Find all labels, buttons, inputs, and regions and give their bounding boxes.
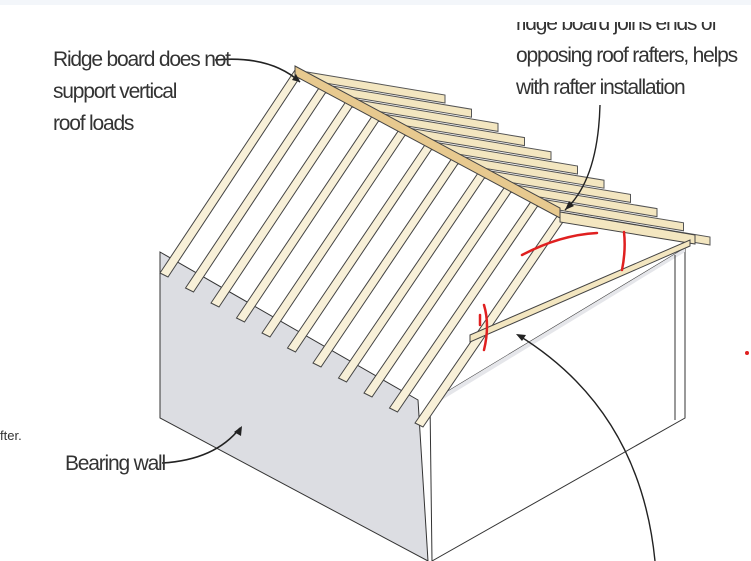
text-fragment: fter. bbox=[0, 428, 22, 443]
svg-text:roof loads: roof loads bbox=[53, 112, 134, 135]
label-ridge-not-support: Ridge board does not support vertical ro… bbox=[53, 48, 232, 135]
arrow-ridge-joins bbox=[564, 104, 601, 211]
arrow-bearing-wall bbox=[161, 427, 241, 464]
svg-text:opposing roof rafters, helps: opposing roof rafters, helps bbox=[516, 44, 738, 67]
top-bar bbox=[0, 0, 751, 5]
svg-text:ridge board joins ends of: ridge board joins ends of bbox=[516, 12, 717, 35]
arrow-ridge bbox=[214, 58, 301, 83]
svg-text:with rafter installation: with rafter installation bbox=[515, 76, 685, 99]
svg-text:Ridge board does not: Ridge board does not bbox=[53, 48, 231, 71]
label-ridge-joins: ridge board joins ends of opposing roof … bbox=[515, 12, 739, 99]
rafters bbox=[159, 69, 711, 428]
red-markup bbox=[478, 230, 626, 352]
red-dot-mark bbox=[745, 351, 749, 355]
arrow-joist bbox=[517, 334, 656, 561]
svg-text:support vertical: support vertical bbox=[53, 80, 177, 103]
label-bearing-wall: Bearing wall bbox=[65, 452, 166, 475]
